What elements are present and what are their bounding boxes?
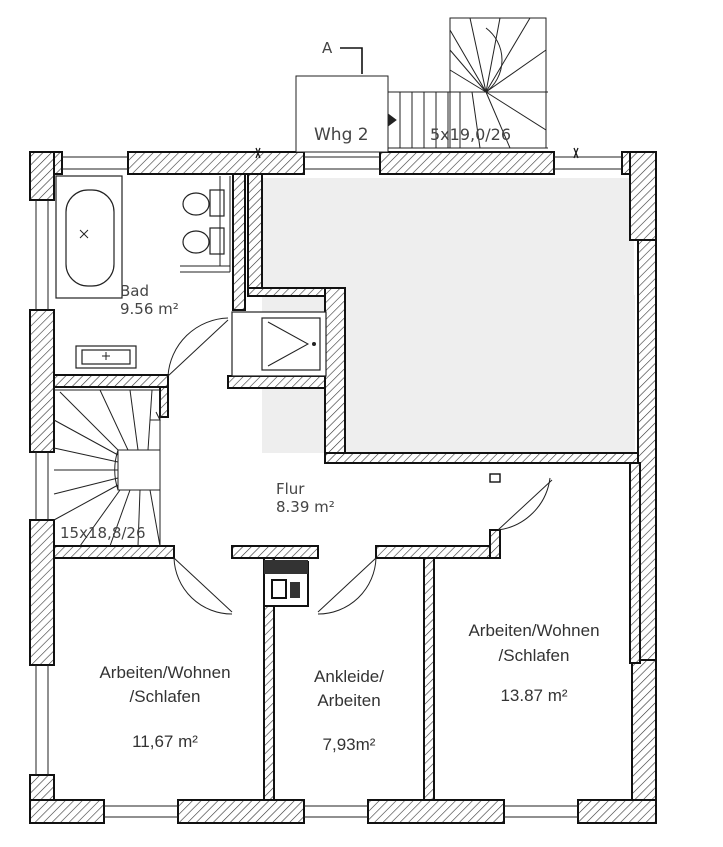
windows-left [35, 200, 49, 775]
wall-bath-bottom [53, 374, 169, 388]
wall-right-top [629, 151, 657, 241]
room-left-name-line1: Arbeiten/Wohnen [99, 663, 230, 682]
chimney-block [290, 582, 300, 598]
room-flur-area: 8.39 m² [276, 498, 335, 516]
wall-bottom-right [577, 799, 657, 824]
wall-corr-bottom-left [53, 545, 175, 559]
wall-room-divider-right [423, 557, 435, 801]
room-mid-name-line1: Ankleide/ [314, 667, 384, 686]
stair-lower-dims: 15x18,8/26 [60, 524, 146, 542]
wall-corr-bottom-right [375, 545, 501, 559]
stair-lower [53, 389, 161, 547]
wall-top-seg2 [127, 151, 305, 175]
room-right-name-line1: Arbeiten/Wohnen [468, 621, 599, 640]
wall-bath-right [232, 173, 246, 311]
shower-unit [231, 311, 327, 377]
room-mid-area: 7,93m² [323, 735, 376, 754]
wall-stair-right [159, 386, 169, 418]
wall-left-lower [29, 519, 55, 666]
chimney-flue [271, 579, 287, 599]
room-left-area: 11,67 m² [132, 732, 198, 751]
wall-bottom-left [29, 799, 105, 824]
stair-upper [295, 17, 548, 153]
windows-bottom [104, 805, 578, 818]
room-flur-name: Flur [276, 480, 305, 498]
wall-corridor-top [227, 375, 326, 389]
section-marker-label: A [322, 39, 333, 57]
stair-upper-label: Whg 2 [314, 125, 369, 145]
toilets [182, 189, 225, 255]
wall-right-bottom [631, 659, 657, 824]
wall-bottom-seg2 [177, 799, 305, 824]
room-right-name-line2: /Schlafen [499, 646, 570, 665]
wall-void-left [247, 173, 263, 295]
bathtub [55, 175, 123, 299]
wall-top-seg3 [379, 151, 555, 175]
wall-left-top [29, 151, 55, 201]
room-right-area: 13.87 m² [500, 686, 567, 705]
bath-partition [180, 176, 231, 273]
wall-void-bottom [324, 452, 639, 464]
doors [167, 317, 553, 615]
room-left-name-line2: /Schlafen [130, 687, 201, 706]
wall-left-mid [29, 309, 55, 453]
wall-room-divider-left [263, 557, 275, 801]
room-bad-area: 9.56 m² [120, 300, 179, 318]
chimney-top [264, 560, 308, 574]
wall-bottom-seg3 [367, 799, 505, 824]
stair-upper-dims: 5x19,0/26 [430, 125, 511, 144]
room-bad-name: Bad [120, 282, 149, 300]
room-mid-name-line2: Arbeiten [317, 691, 380, 710]
wall-void-left2 [324, 287, 346, 459]
tick-marks [255, 147, 579, 159]
wall-corr-right-stub [489, 529, 501, 559]
washbasin [75, 345, 137, 369]
section-marker: A [322, 39, 363, 74]
void-area-lower [345, 295, 635, 453]
door-handle-right [489, 473, 501, 483]
wall-right-room-top [629, 462, 641, 664]
wall-corr-bottom-mid [231, 545, 319, 559]
windows-top [62, 156, 622, 170]
